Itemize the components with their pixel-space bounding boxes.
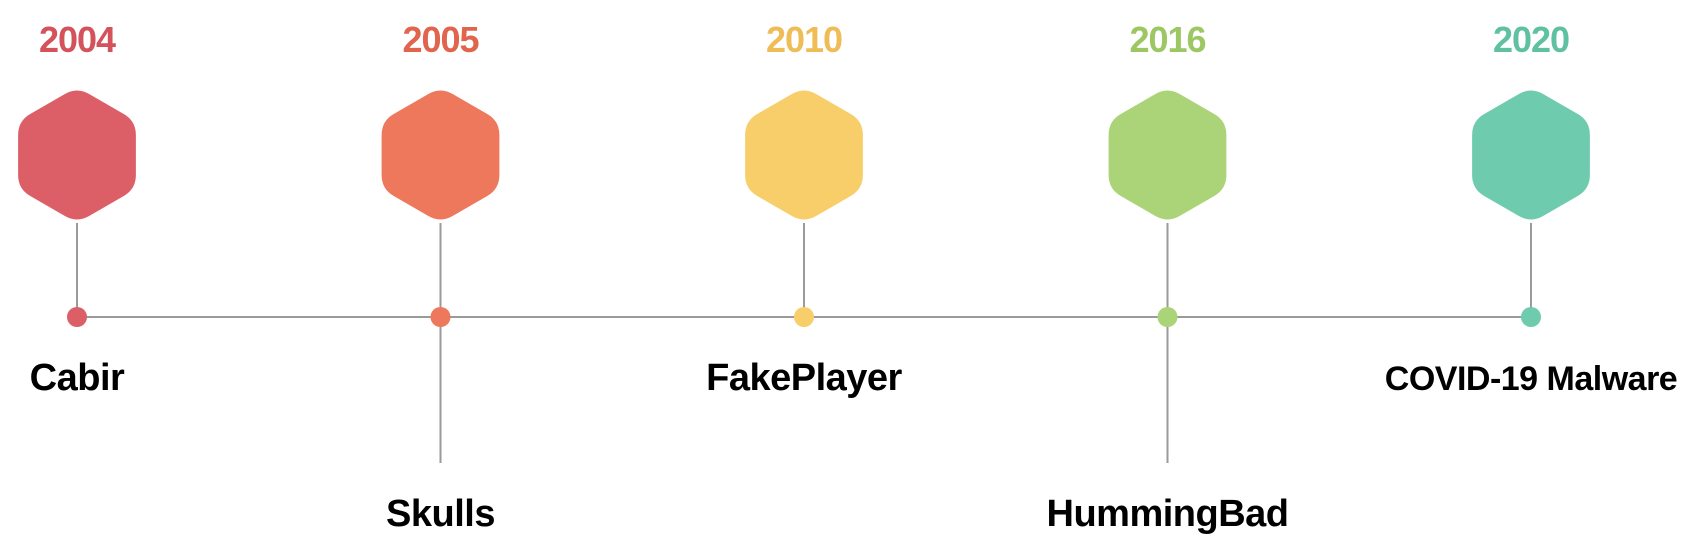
event-name: Skulls	[386, 493, 495, 535]
event-year: 2005	[402, 19, 479, 60]
event-name: HummingBad	[1047, 493, 1289, 535]
event-year: 2004	[39, 19, 116, 60]
event-dot	[67, 307, 87, 327]
event-name: FakePlayer	[706, 357, 902, 399]
event-dot	[1157, 307, 1178, 327]
event-dot	[794, 307, 814, 327]
event-hexagon	[1108, 90, 1227, 220]
event-year: 2010	[766, 19, 842, 60]
event-hexagon	[381, 90, 500, 220]
event-dot	[1521, 307, 1541, 327]
event-year: 2016	[1129, 19, 1205, 60]
event-year: 2020	[1493, 19, 1569, 60]
event-name: COVID-19 Malware	[1385, 360, 1677, 398]
event-hexagon	[1472, 90, 1590, 220]
event-hexagon	[18, 90, 136, 220]
event-name: Cabir	[30, 357, 125, 399]
event-dot	[430, 307, 451, 327]
event-hexagon	[745, 90, 863, 220]
